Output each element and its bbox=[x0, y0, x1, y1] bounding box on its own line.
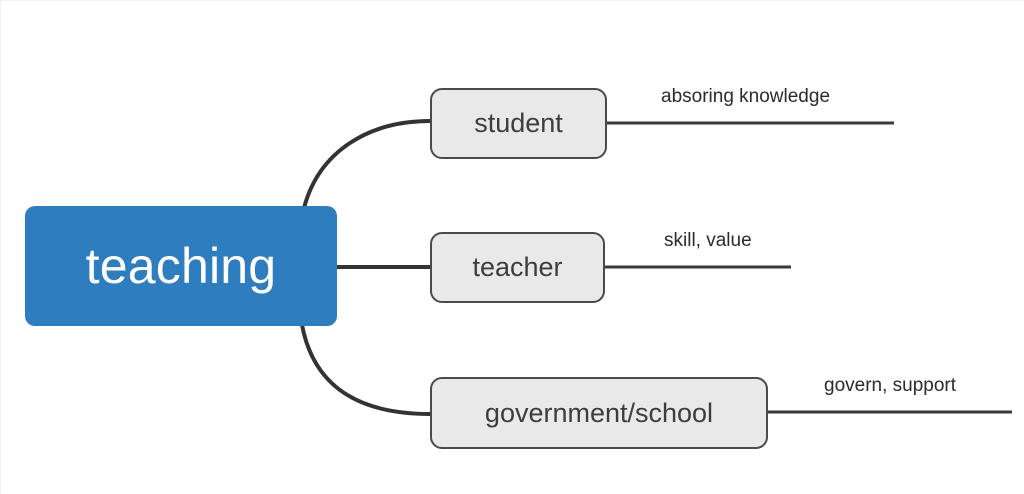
edge-label-teacher-text: skill, value bbox=[664, 230, 752, 251]
node-government-school[interactable]: government/school bbox=[430, 377, 768, 449]
connector-root-to-student bbox=[302, 119, 432, 210]
edge-label-student-text: absoring knowledge bbox=[661, 86, 831, 107]
root-node-teaching[interactable]: teaching bbox=[25, 206, 337, 326]
node-student-label: student bbox=[474, 108, 563, 138]
edge-label-student: absoring knowledge bbox=[661, 86, 830, 108]
root-node-label: teaching bbox=[85, 238, 277, 294]
node-teacher[interactable]: teacher bbox=[430, 232, 605, 303]
edge-label-government-school-text: govern, support bbox=[824, 375, 957, 396]
node-teacher-label: teacher bbox=[472, 252, 563, 282]
connector-root-to-government-school bbox=[300, 323, 432, 416]
edge-label-teacher: skill, value bbox=[664, 230, 752, 252]
node-government-school-label: government/school bbox=[484, 397, 714, 428]
node-student[interactable]: student bbox=[430, 88, 607, 159]
edge-label-government-school: govern, support bbox=[824, 375, 956, 397]
